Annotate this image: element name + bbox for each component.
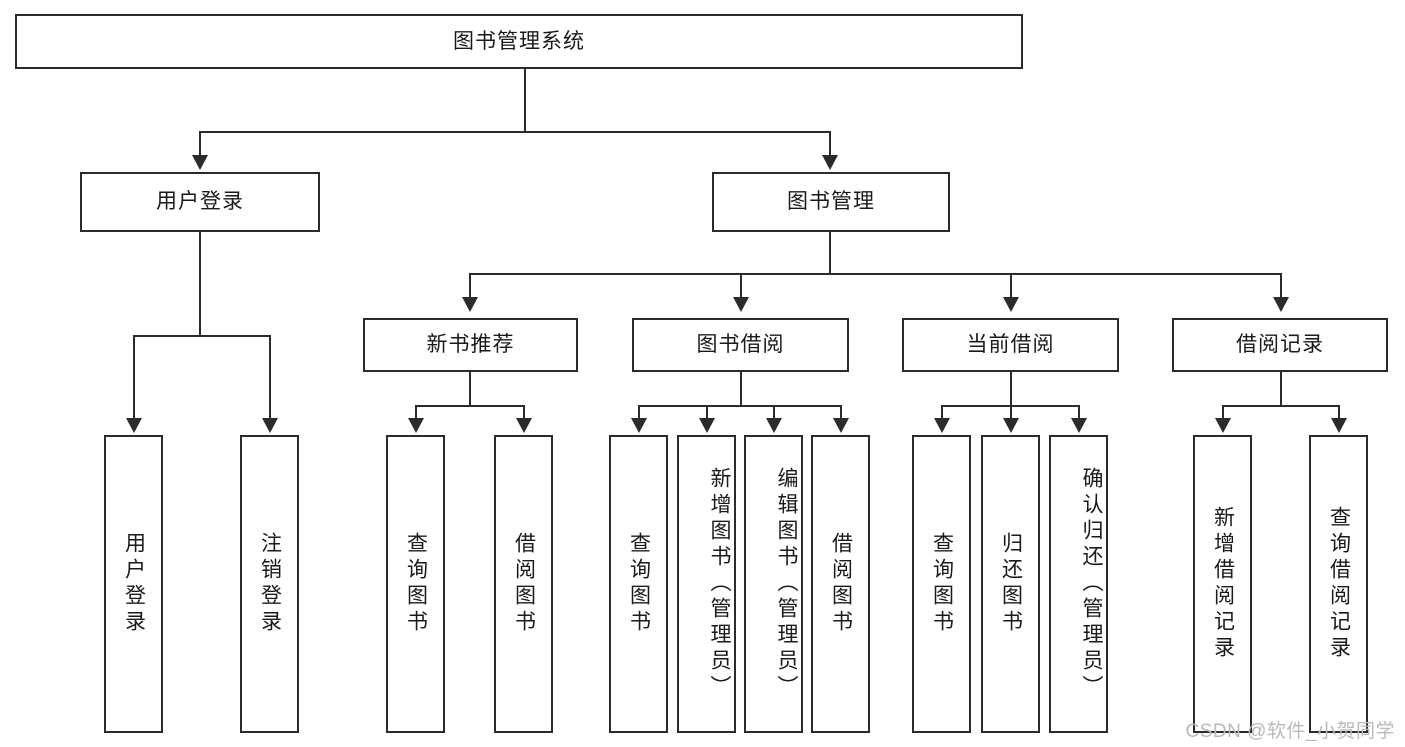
node-label: 确认归还（管理员） bbox=[1080, 467, 1103, 701]
leaf-logout[interactable]: 注销登录 bbox=[240, 435, 299, 733]
node-label: 新增借阅记录 bbox=[1211, 506, 1235, 662]
arrow-currentborrow-leaf-1 bbox=[934, 418, 950, 433]
node-label: 用户登录 bbox=[156, 190, 244, 214]
leaf-query-book-recommend[interactable]: 查询图书 bbox=[386, 435, 445, 733]
connector-bookmgmt-leg-4 bbox=[1280, 273, 1282, 299]
arrow-to-book-borrow bbox=[733, 297, 749, 312]
connector-bookborrow-bus bbox=[638, 405, 842, 407]
node-label: 查询借阅记录 bbox=[1327, 506, 1351, 662]
node-label: 新增图书（管理员） bbox=[708, 467, 731, 701]
arrow-to-new-book-recommend bbox=[462, 297, 478, 312]
connector-bookmgmt-leg-3 bbox=[1010, 273, 1012, 299]
connector-currentborrow-stem bbox=[1010, 372, 1012, 406]
connector-borrowrecord-leg-2 bbox=[1338, 405, 1340, 420]
arrow-currentborrow-leaf-3 bbox=[1071, 418, 1087, 433]
connector-bookmgmt-bus bbox=[469, 273, 1280, 275]
leaf-add-book-admin[interactable]: 新增图书（管理员） bbox=[677, 435, 736, 733]
arrow-to-user-login bbox=[192, 155, 208, 170]
arrow-to-borrow-record bbox=[1273, 297, 1289, 312]
leaf-return-book[interactable]: 归还图书 bbox=[981, 435, 1040, 733]
leaf-borrow-book[interactable]: 借阅图书 bbox=[811, 435, 870, 733]
connector-bookmgmt-leg-1 bbox=[469, 273, 471, 299]
connector-currentborrow-leg-3 bbox=[1078, 405, 1080, 420]
connector-newbook-leg-1 bbox=[415, 405, 417, 420]
node-current-borrow[interactable]: 当前借阅 bbox=[902, 318, 1119, 372]
arrow-bookborrow-leaf-4 bbox=[833, 418, 849, 433]
arrow-bookborrow-leaf-1 bbox=[631, 418, 647, 433]
connector-newbook-bus bbox=[415, 405, 525, 407]
connector-root-leg-left bbox=[199, 131, 201, 157]
node-label: 借阅图书 bbox=[512, 532, 536, 636]
arrow-newbook-leaf-2 bbox=[516, 418, 532, 433]
node-label: 当前借阅 bbox=[966, 333, 1055, 357]
node-label: 用户登录 bbox=[122, 532, 146, 636]
arrow-to-book-management bbox=[822, 155, 838, 170]
connector-root-bus bbox=[199, 131, 831, 133]
arrow-to-user-login-leaf bbox=[126, 418, 142, 433]
connector-bookborrow-leg-4 bbox=[840, 405, 842, 420]
node-book-borrow[interactable]: 图书借阅 bbox=[632, 318, 849, 372]
node-label: 图书借阅 bbox=[696, 333, 785, 357]
arrow-borrowrecord-leaf-2 bbox=[1331, 418, 1347, 433]
node-new-book-recommend[interactable]: 新书推荐 bbox=[363, 318, 578, 372]
node-label: 新书推荐 bbox=[426, 333, 515, 357]
connector-userlogin-leg-2 bbox=[269, 335, 271, 420]
node-root-book-management-system[interactable]: 图书管理系统 bbox=[15, 14, 1023, 69]
connector-userlogin-leg-1 bbox=[133, 335, 135, 420]
arrow-bookborrow-leaf-3 bbox=[766, 418, 782, 433]
connector-newbook-leg-2 bbox=[523, 405, 525, 420]
node-label: 查询图书 bbox=[627, 532, 651, 636]
leaf-borrow-book-recommend[interactable]: 借阅图书 bbox=[494, 435, 553, 733]
leaf-query-book-current[interactable]: 查询图书 bbox=[912, 435, 971, 733]
connector-bookborrow-leg-3 bbox=[773, 405, 775, 420]
node-label: 查询图书 bbox=[404, 532, 428, 636]
leaf-edit-book-admin[interactable]: 编辑图书（管理员） bbox=[744, 435, 803, 733]
node-borrow-record[interactable]: 借阅记录 bbox=[1172, 318, 1388, 372]
leaf-user-login[interactable]: 用户登录 bbox=[104, 435, 163, 733]
connector-bookmgmt-stem bbox=[829, 232, 831, 274]
connector-bookborrow-leg-1 bbox=[638, 405, 640, 420]
connector-borrowrecord-bus bbox=[1222, 405, 1340, 407]
leaf-add-borrow-record[interactable]: 新增借阅记录 bbox=[1193, 435, 1252, 733]
node-label: 归还图书 bbox=[999, 532, 1023, 636]
connector-bookborrow-stem bbox=[740, 372, 742, 406]
arrow-bookborrow-leaf-2 bbox=[699, 418, 715, 433]
node-label: 借阅记录 bbox=[1236, 333, 1324, 357]
leaf-query-book-borrow[interactable]: 查询图书 bbox=[609, 435, 668, 733]
arrow-borrowrecord-leaf-1 bbox=[1215, 418, 1231, 433]
connector-newbook-stem bbox=[469, 372, 471, 406]
connector-root-leg-right bbox=[829, 131, 831, 157]
arrow-to-logout-leaf bbox=[262, 418, 278, 433]
node-label: 编辑图书（管理员） bbox=[775, 467, 798, 701]
csdn-watermark: CSDN @软件_小贺同学 bbox=[1185, 721, 1395, 742]
node-label: 图书管理 bbox=[787, 190, 875, 214]
node-user-login[interactable]: 用户登录 bbox=[80, 172, 320, 232]
arrow-to-current-borrow bbox=[1003, 297, 1019, 312]
arrow-newbook-leaf-1 bbox=[408, 418, 424, 433]
connector-bookmgmt-leg-2 bbox=[740, 273, 742, 299]
connector-root-stem bbox=[524, 69, 526, 132]
connector-borrowrecord-leg-1 bbox=[1222, 405, 1224, 420]
arrow-currentborrow-leaf-2 bbox=[1003, 418, 1019, 433]
connector-userlogin-bus bbox=[133, 335, 269, 337]
node-book-management[interactable]: 图书管理 bbox=[712, 172, 950, 232]
node-label: 注销登录 bbox=[258, 532, 282, 636]
connector-borrowrecord-stem bbox=[1280, 372, 1282, 406]
leaf-confirm-return-admin[interactable]: 确认归还（管理员） bbox=[1049, 435, 1108, 733]
connector-currentborrow-leg-1 bbox=[941, 405, 943, 420]
node-label: 查询图书 bbox=[930, 532, 954, 636]
connector-bookborrow-leg-2 bbox=[706, 405, 708, 420]
leaf-query-borrow-record[interactable]: 查询借阅记录 bbox=[1309, 435, 1368, 733]
connector-currentborrow-leg-2 bbox=[1010, 405, 1012, 420]
node-label: 借阅图书 bbox=[829, 532, 853, 636]
connector-userlogin-stem bbox=[199, 232, 201, 336]
node-label: 图书管理系统 bbox=[453, 29, 585, 53]
